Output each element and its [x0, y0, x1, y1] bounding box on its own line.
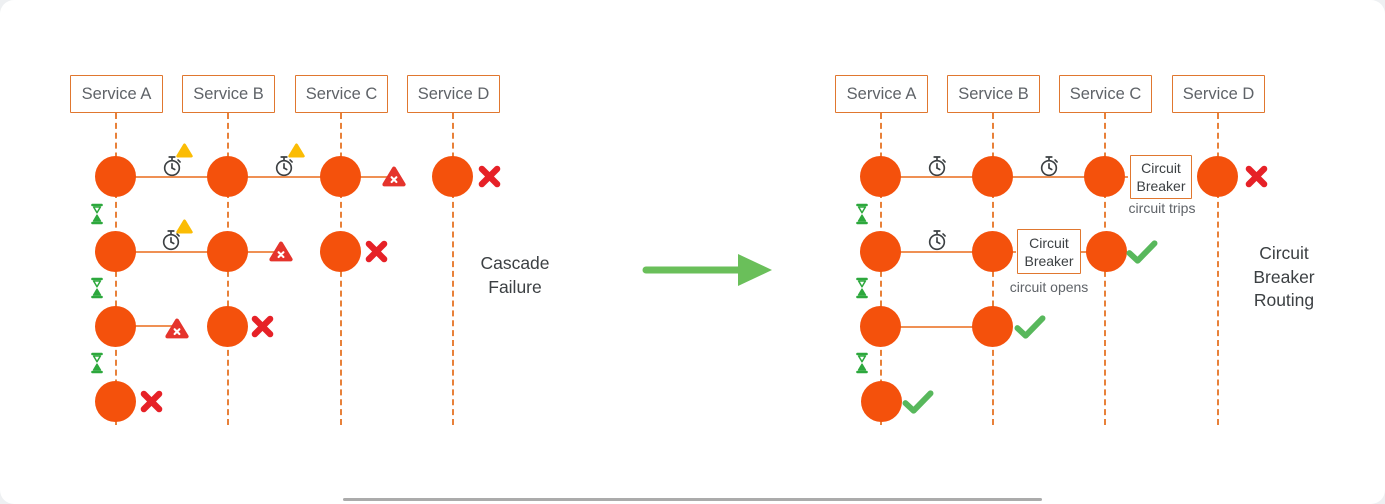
warning-triangle-icon: [176, 143, 193, 158]
failure-x-icon: [1243, 163, 1270, 190]
right-row3-node-b: [972, 306, 1013, 347]
error-triangle-icon: [269, 241, 293, 262]
success-check-icon: [1125, 240, 1159, 264]
circuit-breaker-label: Circuit Breaker: [1024, 234, 1074, 269]
warning-triangle-icon: [288, 143, 305, 158]
timer-icon: [161, 155, 183, 177]
hourglass-icon: [854, 352, 870, 374]
left-row3-node-a: [95, 306, 136, 347]
circuit-breaker-box: Circuit Breaker: [1017, 229, 1081, 274]
failure-x-icon: [476, 163, 503, 190]
left-row2-node-c: [320, 231, 361, 272]
circuit-trips-note: circuit trips: [1128, 200, 1196, 216]
right-row1-node-c: [1084, 156, 1125, 197]
timer-icon: [273, 155, 295, 177]
success-check-icon: [1013, 315, 1047, 339]
right-service-b-label: Service B: [958, 84, 1029, 103]
left-service-b-box: Service B: [182, 75, 275, 113]
circuit-breaker-box: Circuit Breaker: [1130, 155, 1192, 199]
failure-x-icon: [138, 388, 165, 415]
right-row2-node-a: [860, 231, 901, 272]
failure-x-icon: [363, 238, 390, 265]
hourglass-icon: [89, 352, 105, 374]
error-triangle-icon: [382, 166, 406, 187]
left-row1-connector: [116, 176, 388, 178]
left-row3-connector: [116, 325, 174, 327]
right-service-d-label: Service D: [1182, 84, 1255, 103]
circuit-opens-note: circuit opens: [1009, 279, 1089, 295]
timer-icon: [926, 229, 948, 251]
transition-arrow-icon: [642, 254, 772, 286]
circuit-breaker-label: Circuit Breaker: [1136, 160, 1186, 194]
hourglass-icon: [89, 277, 105, 299]
right-service-c-box: Service C: [1059, 75, 1152, 113]
warning-triangle-icon: [176, 219, 193, 234]
hourglass-icon: [854, 277, 870, 299]
error-triangle-icon: [165, 318, 189, 339]
left-service-a-box: Service A: [70, 75, 163, 113]
timer-icon: [926, 155, 948, 177]
left-service-c-label: Service C: [305, 84, 378, 103]
left-row1-node-b: [207, 156, 248, 197]
bottom-rule: [343, 498, 1042, 501]
timer-icon: [1038, 155, 1060, 177]
left-row1-node-c: [320, 156, 361, 197]
right-row1-node-a: [860, 156, 901, 197]
hourglass-icon: [89, 203, 105, 225]
right-caption: Circuit Breaker Routing: [1253, 243, 1315, 310]
right-row1-node-b: [972, 156, 1013, 197]
left-row2-node-a: [95, 231, 136, 272]
left-row2-node-b: [207, 231, 248, 272]
success-check-icon: [901, 390, 935, 414]
failure-x-icon: [249, 313, 276, 340]
right-row3-node-a: [860, 306, 901, 347]
left-lifeline-d: [452, 113, 454, 425]
right-row1-node-d: [1197, 156, 1238, 197]
right-service-b-box: Service B: [947, 75, 1040, 113]
left-service-b-label: Service B: [193, 84, 264, 103]
right-row2-connector: [881, 251, 1016, 253]
hourglass-icon: [854, 203, 870, 225]
left-row1-node-d: [432, 156, 473, 197]
right-lifeline-d: [1217, 113, 1219, 425]
right-row2-node-b: [972, 231, 1013, 272]
right-row2-node-c: [1086, 231, 1127, 272]
right-service-d-box: Service D: [1172, 75, 1265, 113]
left-row3-node-b: [207, 306, 248, 347]
left-service-d-label: Service D: [417, 84, 490, 103]
right-row2-connector-stub: [1078, 251, 1090, 253]
right-service-a-box: Service A: [835, 75, 928, 113]
right-row3-connector: [881, 326, 993, 328]
left-caption: Cascade Failure: [480, 253, 550, 297]
right-service-c-label: Service C: [1069, 84, 1142, 103]
left-row1-node-a: [95, 156, 136, 197]
right-service-a-label: Service A: [846, 84, 917, 103]
left-service-a-label: Service A: [81, 84, 152, 103]
left-service-d-box: Service D: [407, 75, 500, 113]
right-row4-node-a: [861, 381, 902, 422]
left-row2-connector: [116, 251, 276, 253]
left-row4-node-a: [95, 381, 136, 422]
left-service-c-box: Service C: [295, 75, 388, 113]
